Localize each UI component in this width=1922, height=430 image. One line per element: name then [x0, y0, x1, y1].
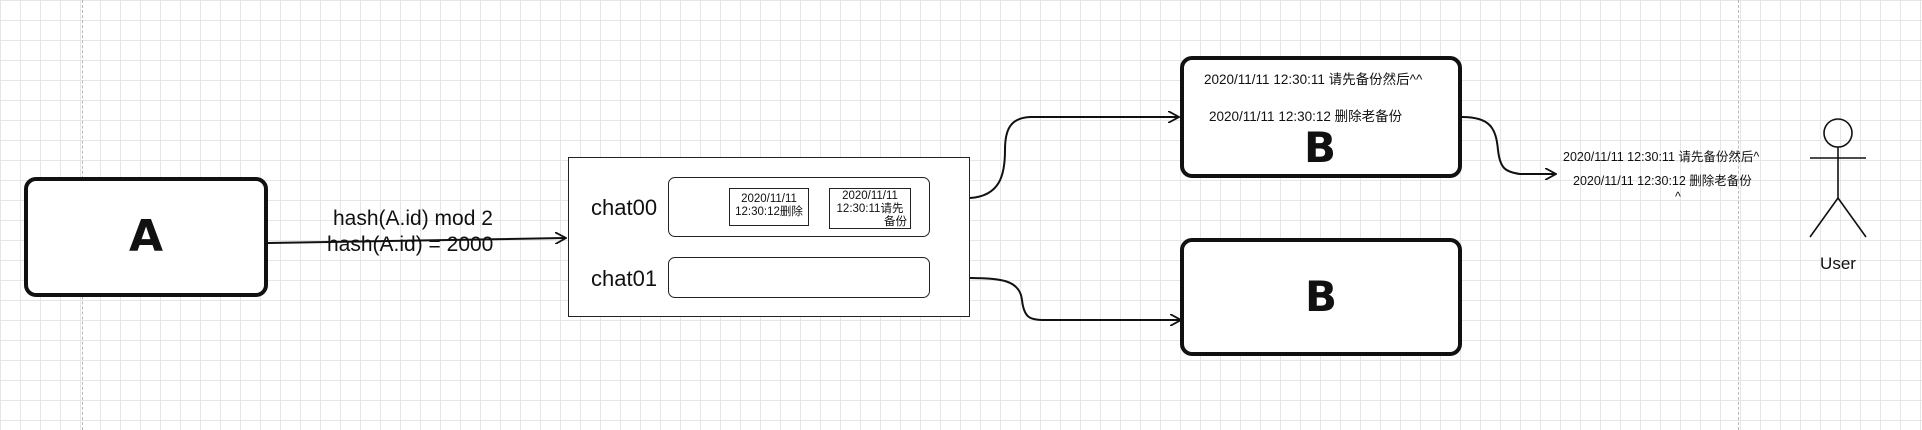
consumer-b1-log-2: 2020/11/11 12:30:12 删除老备份: [1209, 109, 1403, 124]
user-received-log-3: ^: [1675, 190, 1681, 204]
user-received-log-2: 2020/11/11 12:30:12 删除老备份: [1573, 174, 1752, 188]
queued-message-1-time: 2020/11/11: [741, 193, 797, 205]
routing-rule-line1: hash(A.id) mod 2: [333, 207, 493, 230]
queued-message-2-extra: 备份: [884, 216, 907, 228]
consumer-b1-box[interactable]: [1180, 56, 1462, 178]
consumer-b1-label: B: [1304, 123, 1337, 172]
queued-message-2-text: 12:30:11请先: [836, 203, 904, 215]
partition-chat01[interactable]: [668, 257, 930, 298]
queued-message-2[interactable]: 2020/11/11 12:30:11请先 备份: [829, 188, 911, 229]
divider-right: [1738, 0, 1739, 430]
routing-rule-line2: hash(A.id) = 2000: [327, 233, 494, 256]
user-label: User: [1820, 254, 1856, 273]
queued-message-2-time: 2020/11/11: [842, 190, 898, 202]
queued-message-1-text: 12:30:12删除: [735, 206, 803, 218]
arrow-chat00-to-b1: [969, 117, 1178, 199]
arrow-b1-to-user: [1461, 116, 1555, 174]
producer-a-box[interactable]: A: [24, 177, 268, 297]
partition-label-chat01: chat01: [591, 266, 658, 291]
consumer-b2-label: B: [1304, 272, 1337, 321]
consumer-b1-log-1: 2020/11/11 12:30:11 请先备份然后^^: [1204, 72, 1423, 87]
arrow-a-to-queue: [267, 238, 565, 243]
user-icon: [1809, 118, 1867, 238]
producer-a-label: A: [128, 211, 164, 262]
queued-message-1[interactable]: 2020/11/11 12:30:12删除: [729, 188, 809, 226]
user-received-log-1: 2020/11/11 12:30:11 请先备份然后^: [1563, 150, 1760, 164]
consumer-b2-box[interactable]: B: [1180, 238, 1462, 356]
partition-label-chat00: chat00: [591, 195, 658, 220]
arrow-chat01-to-b2: [969, 277, 1180, 320]
